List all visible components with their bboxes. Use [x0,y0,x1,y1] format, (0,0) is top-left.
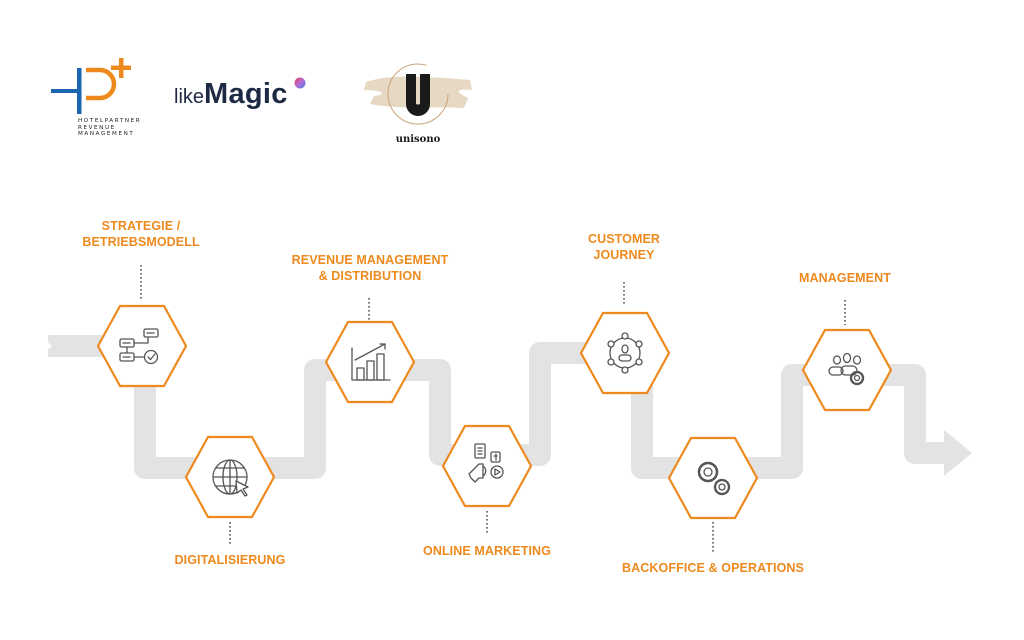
step-label-line: STRATEGIE / [101,219,181,233]
step-label-line: & DISTRIBUTION [318,269,422,283]
step-label-line: ONLINE MARKETING [423,544,551,558]
step-management [801,328,893,412]
likemagic-orb-icon [294,77,306,89]
bar-chart-growth-icon [351,343,391,381]
step-digitalisierung [184,435,276,519]
likemagic-prefix: like [174,86,205,108]
likemagic-name: Magic [204,78,288,110]
step-label-line: REVENUE MANAGEMENT [291,253,449,267]
hexagon-online-marketing [441,424,533,508]
step-label-line: DIGITALISIERUNG [174,553,286,567]
step-label-digitalisierung: DIGITALISIERUNG [160,552,300,568]
step-online-marketing [441,424,533,508]
step-label-online-marketing: ONLINE MARKETING [407,543,567,559]
step-label-line: MANAGEMENT [799,271,891,285]
step-label-line: BACKOFFICE & OPERATIONS [622,561,804,575]
step-label-line: JOURNEY [593,248,655,262]
likemagic-logo: likeMagic [174,77,306,114]
path-arrow-head-icon [944,430,972,476]
step-label-line: BETRIEBSMODELL [82,235,200,249]
globe-cursor-icon [212,459,249,497]
hexagon-strategie [96,304,188,388]
hexagon-management [801,328,893,412]
hotelpartner-subtitle-3: MANAGEMENT [78,131,135,137]
hotelpartner-subtitle-1: HOTELPARTNER [78,118,142,124]
step-label-customer-journey: CUSTOMER JOURNEY [564,231,684,263]
step-revenue [324,320,416,404]
hotelpartner-mark-icon [51,58,131,114]
step-customer-journey [579,311,671,395]
step-strategie [96,304,188,388]
customer-network-icon [607,332,643,374]
unisono-logo: unisono [360,60,478,150]
unisono-name: unisono [396,134,441,145]
hotelpartner-logo: HOTELPARTNER REVENUE MANAGEMENT [48,56,148,146]
step-label-strategie: STRATEGIE / BETRIEBSMODELL [71,218,211,250]
unisono-mark-icon: unisono [364,63,472,145]
step-backoffice [667,436,759,520]
flowchart-check-icon [119,328,159,365]
connectors [140,265,846,552]
hotelpartner-subtitle-2: REVENUE [78,124,116,131]
step-label-revenue: REVENUE MANAGEMENT & DISTRIBUTION [280,252,460,284]
step-label-management: MANAGEMENT [785,270,905,286]
path-start-notch [40,335,52,357]
megaphone-social-icon [468,443,504,483]
gears-icon [697,461,731,496]
step-label-backoffice: BACKOFFICE & OPERATIONS [608,560,818,576]
step-label-line: CUSTOMER [587,232,661,246]
team-gear-icon [828,352,865,386]
hexagon-revenue [324,320,416,404]
